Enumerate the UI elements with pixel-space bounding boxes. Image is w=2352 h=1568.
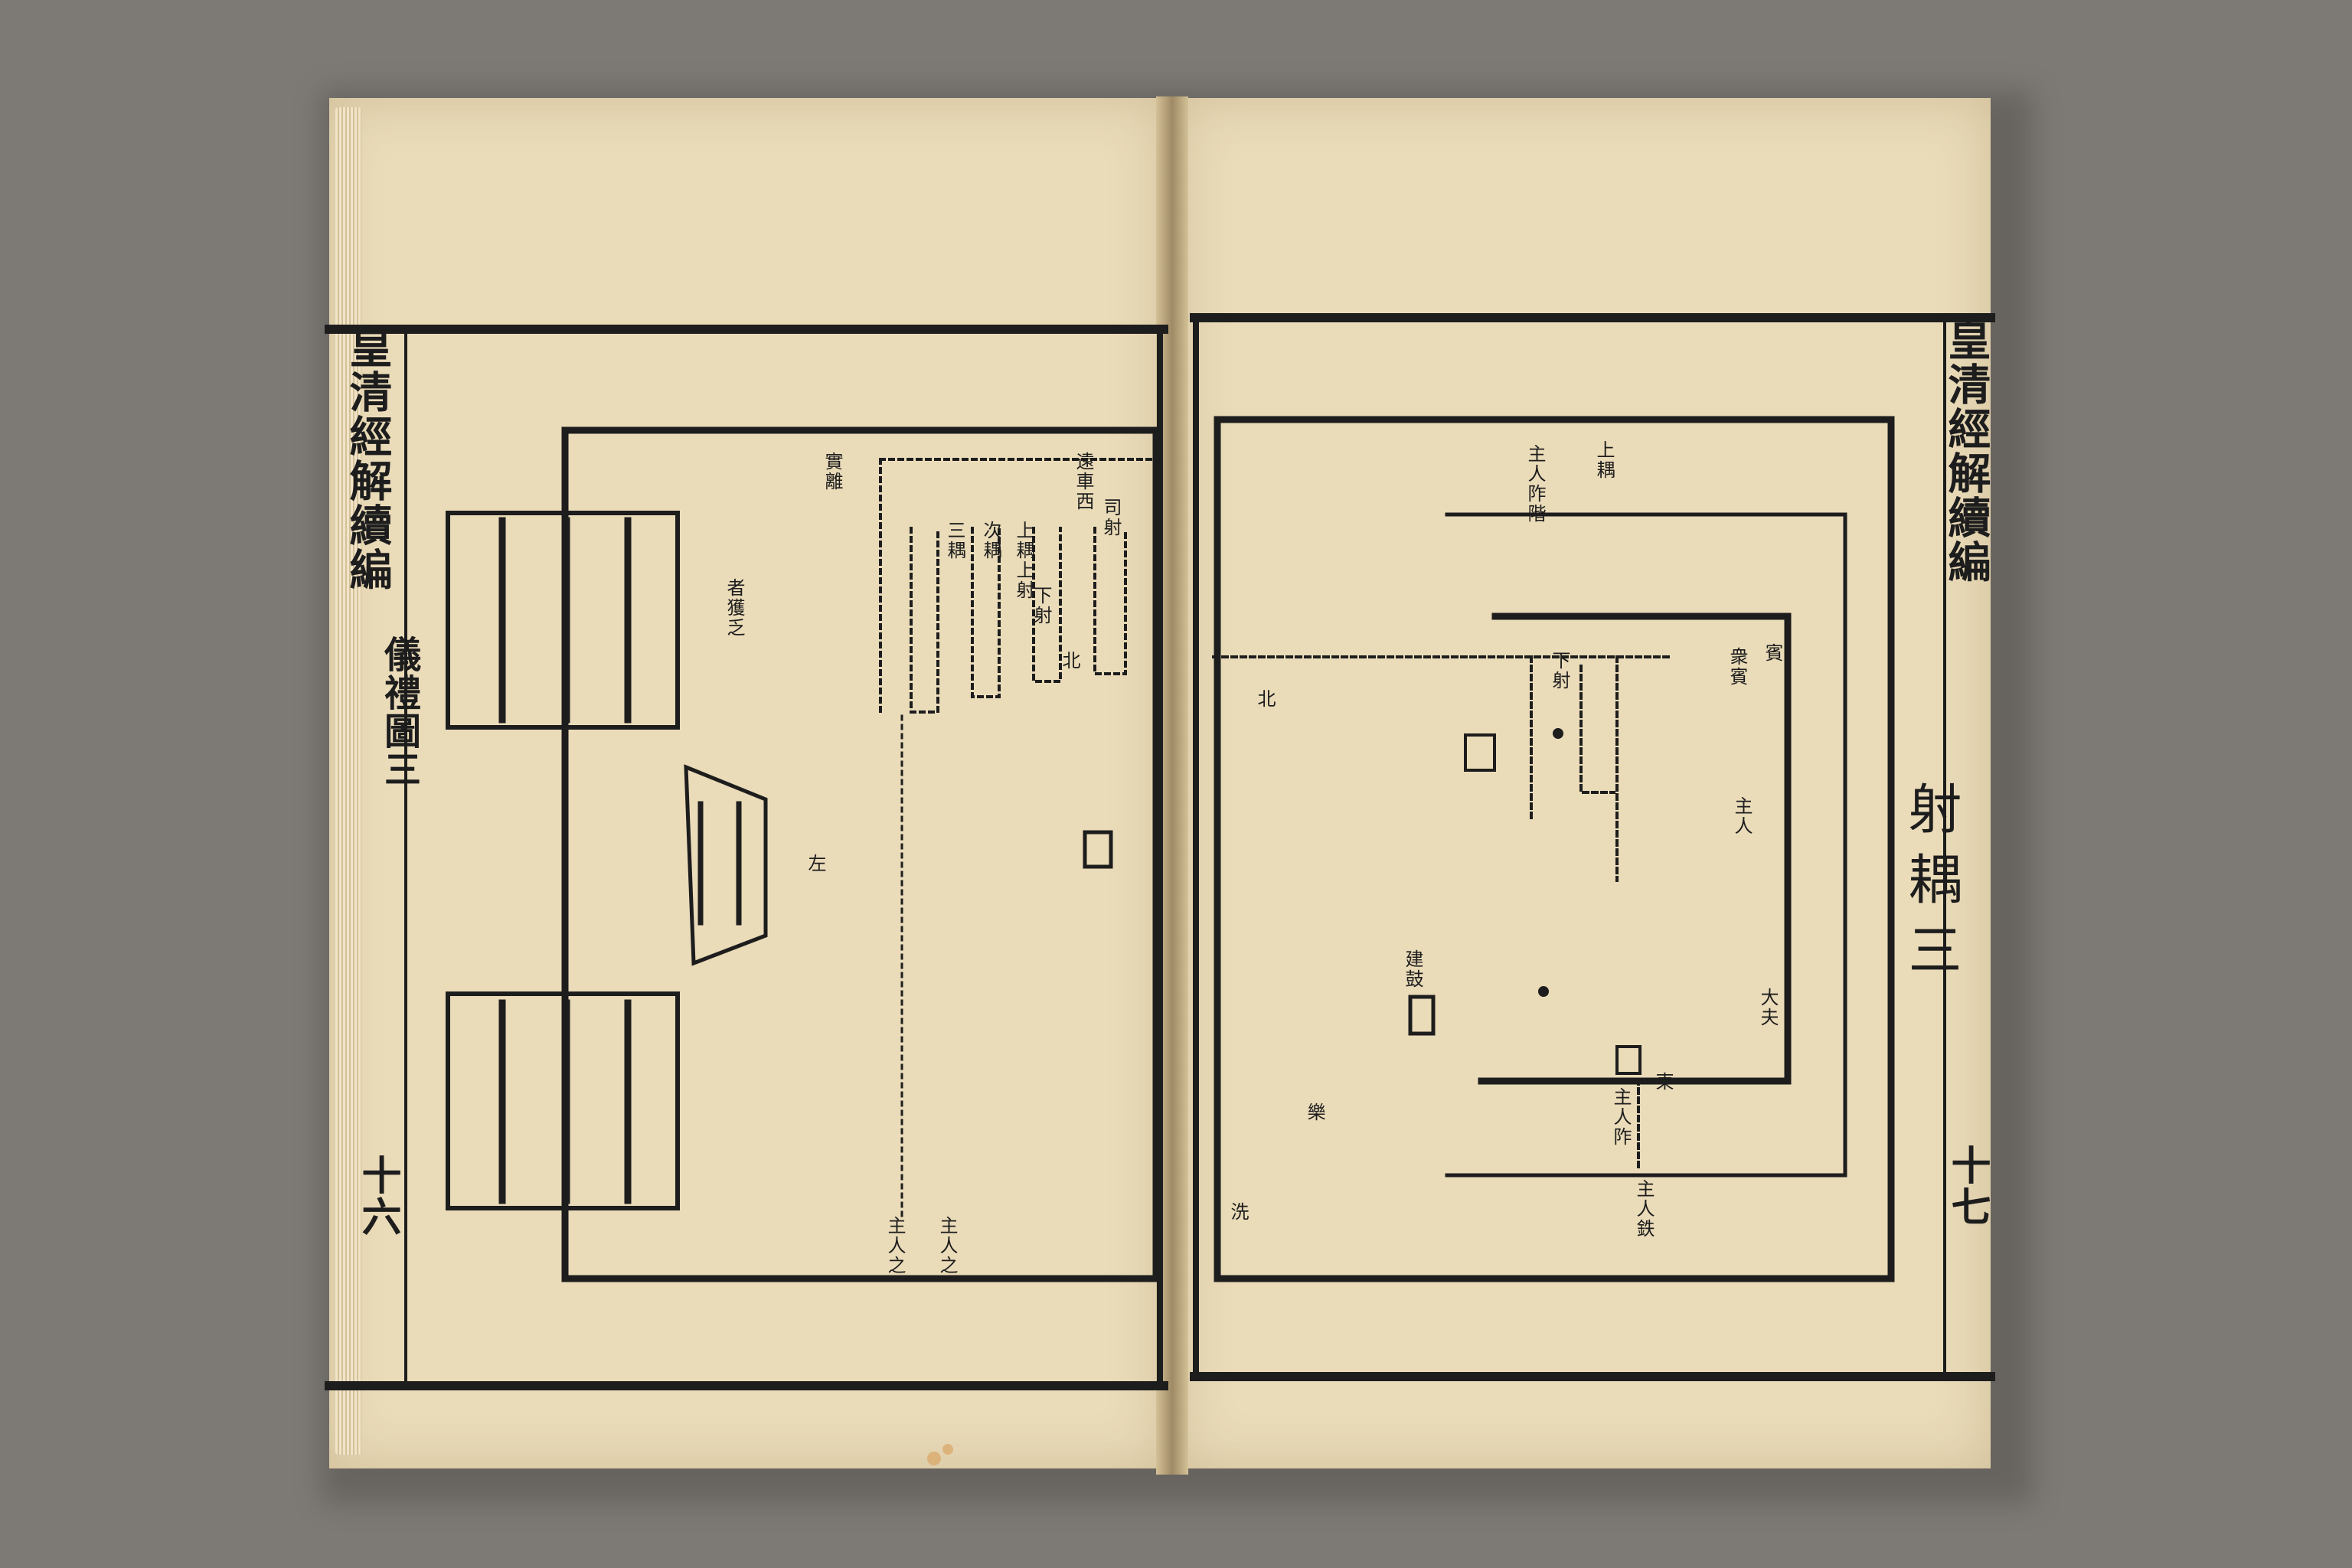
right-book-title: 皇清經解續編 — [1941, 318, 1991, 584]
left-plan-label: 主人之 — [936, 1216, 958, 1276]
right-plan-label: 下射 — [1549, 651, 1570, 691]
paper-stain — [927, 1452, 941, 1465]
left-page-number: 十六 — [354, 1155, 401, 1237]
right-page-number: 十七 — [1944, 1145, 1991, 1227]
right-target-dot — [1553, 728, 1563, 739]
left-plan-label: 司射 — [1100, 498, 1122, 537]
target-frame — [684, 764, 768, 966]
right-plan-label: 洗 — [1227, 1202, 1249, 1222]
right-plan-label: 主人鉄 — [1633, 1179, 1655, 1239]
right-plan-label: 樂 — [1304, 1102, 1325, 1122]
left-upper-stair-block — [446, 511, 680, 730]
left-small-marker — [1083, 830, 1113, 869]
right-page — [1179, 98, 1991, 1468]
right-inner-hall-line — [1478, 612, 1792, 1085]
right-plan-label: 賓 — [1762, 643, 1783, 663]
right-plan-label: 建鼓 — [1402, 949, 1423, 989]
left-plan-label: 上耦上射 — [1013, 521, 1034, 600]
left-plan-label: 遠車西 — [1073, 452, 1094, 511]
right-plan-outer — [1214, 416, 1895, 1282]
left-plan-label: 下射 — [1031, 586, 1052, 626]
left-book-title: 皇清經解續編 — [342, 325, 393, 592]
left-plan-label: 主人之 — [884, 1216, 906, 1276]
right-diagram-title: 射耦三 — [1900, 781, 1962, 992]
left-lower-stair-block — [446, 991, 680, 1210]
left-plan-label: 左 — [805, 854, 826, 874]
right-plan-label: 北 — [1254, 689, 1276, 709]
left-plan-label: 者獲乏 — [724, 578, 745, 638]
left-plan-label: 實離 — [822, 452, 843, 492]
right-plan-label: 衆賓 — [1726, 647, 1748, 687]
right-dotted-paths — [1212, 655, 1671, 882]
right-drum-block — [1408, 995, 1436, 1036]
right-hall-line — [1445, 512, 1847, 1178]
right-plan-label: 主人 — [1731, 796, 1753, 836]
right-plan-label: 主人阼階 — [1524, 444, 1546, 524]
right-lower-dot — [1538, 986, 1549, 997]
left-plan-label: 次耦 — [980, 521, 1001, 560]
left-plan-label: 三耦 — [944, 521, 965, 560]
right-plan-label: 大夫 — [1757, 988, 1779, 1027]
right-lower-box — [1615, 1045, 1642, 1075]
right-plan-label: 東 — [1652, 1072, 1674, 1092]
left-plan-outline — [561, 426, 1160, 1282]
left-dotted-paths — [879, 458, 1158, 717]
left-volume-label: 儀禮圖三 — [377, 635, 420, 789]
left-plan-label: 北 — [1059, 651, 1080, 671]
paper-stain — [942, 1444, 953, 1455]
right-plan-label: 上耦 — [1593, 440, 1615, 480]
right-plan-label: 主人阼 — [1610, 1087, 1632, 1147]
right-small-box — [1464, 733, 1496, 772]
